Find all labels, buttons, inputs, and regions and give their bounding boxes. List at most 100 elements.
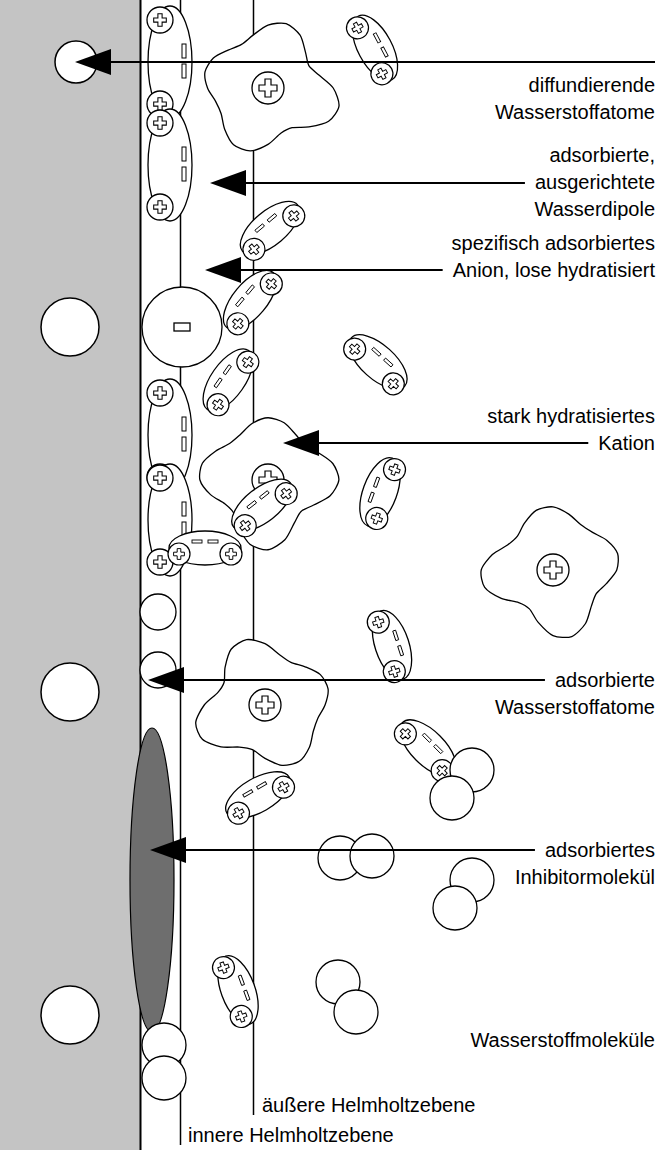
- minus-sign: [174, 323, 190, 331]
- minus-mark: [247, 501, 257, 510]
- arrowhead: [75, 49, 111, 75]
- plus-sign: [398, 726, 413, 741]
- dipole-lobe: [343, 13, 373, 43]
- adsorbed-water-dipole: [147, 464, 192, 576]
- dipole-lobe: [278, 200, 309, 231]
- plus-sign: [347, 341, 362, 356]
- water-dipole: [339, 325, 417, 400]
- dipole-lobe: [147, 465, 173, 491]
- dipole-body: [210, 950, 267, 1029]
- plus-sign: [154, 387, 167, 400]
- hydrated-cation: [205, 23, 339, 151]
- dipole-body: [223, 469, 301, 540]
- callout-label: adsorbierte Wasserstoffatome: [475, 667, 655, 721]
- dipole-lobe: [220, 543, 242, 565]
- dipole-lobe: [268, 772, 298, 802]
- plus-sign: [238, 518, 253, 533]
- arrowhead: [148, 667, 184, 693]
- minus-mark: [182, 147, 186, 161]
- dipole-lobe: [168, 543, 190, 565]
- dipole-body: [148, 109, 192, 221]
- plus-sign: [286, 208, 301, 223]
- plus-sign: [226, 549, 237, 560]
- arrowhead: [283, 430, 319, 456]
- plus-sign: [544, 561, 562, 579]
- hydrogen-atom: [433, 886, 477, 930]
- inhibitor-molecule: [130, 728, 174, 1032]
- minus-mark: [192, 540, 202, 543]
- dipole-lobe: [378, 368, 409, 399]
- outer-helmholtz-plane: [253, 0, 255, 1115]
- dipole-body: [365, 606, 420, 685]
- hydrogen-atom: [430, 776, 474, 820]
- hydrogen-atom: [350, 834, 394, 878]
- callout-label: spezifisch adsorbiertes Anion, lose hydr…: [400, 230, 655, 284]
- minus-mark: [368, 492, 374, 502]
- dipole-lobe: [364, 608, 392, 636]
- dipole-lobe: [203, 389, 234, 420]
- plus-sign: [154, 556, 167, 569]
- minus-mark: [223, 365, 231, 375]
- hydrogen-molecule: [433, 858, 494, 930]
- plus-sign: [154, 472, 167, 485]
- minus-mark: [182, 167, 186, 181]
- plus-sign: [264, 276, 279, 291]
- plus-sign: [375, 66, 390, 81]
- minus-mark: [214, 378, 222, 388]
- minus-mark: [244, 990, 250, 1000]
- plus-sign: [279, 486, 294, 501]
- water-dipoles: [147, 6, 466, 1031]
- minus-mark: [257, 782, 267, 790]
- dipole-body: [218, 762, 297, 827]
- dipole-lobe: [222, 308, 253, 339]
- callout-label: adsorbierte, ausgerichtete Wasserdipole: [520, 142, 655, 223]
- adsorbates: [140, 287, 494, 1100]
- hydrogen-atom-in-metal: [41, 986, 99, 1044]
- water-dipole: [209, 949, 266, 1030]
- minus-mark: [255, 224, 265, 233]
- minus-mark: [372, 347, 381, 356]
- plus-sign: [350, 21, 365, 36]
- minus-mark: [373, 33, 380, 43]
- dipole-lobe: [223, 798, 253, 828]
- plus-sign: [276, 780, 291, 795]
- dipole-lobe: [339, 334, 370, 365]
- dipole-lobe: [209, 954, 237, 982]
- hydrogen-atom: [142, 1056, 186, 1100]
- minus-mark: [182, 502, 186, 516]
- minus-mark: [267, 214, 277, 223]
- minus-mark: [393, 630, 399, 640]
- plane-label: innere Helmholtzebene: [188, 1122, 394, 1149]
- hydrogen-atom: [334, 990, 378, 1034]
- plus-sign: [230, 316, 245, 331]
- water-dipole: [168, 531, 242, 565]
- dipole-lobe: [147, 380, 173, 406]
- plus-sign: [174, 549, 185, 560]
- arrowhead: [205, 257, 241, 283]
- water-dipole: [222, 469, 301, 541]
- metal-electrode: [0, 0, 140, 1150]
- dipole-lobe: [271, 478, 302, 509]
- adsorbed-anion: [142, 287, 222, 367]
- hydrogen-atom-in-metal: [41, 298, 99, 356]
- dipole-lobe: [147, 194, 173, 220]
- water-dipole: [343, 7, 408, 88]
- plus-sign: [231, 806, 246, 821]
- minus-mark: [182, 44, 186, 58]
- plus-sign: [240, 355, 255, 370]
- dipole-lobe: [256, 268, 287, 299]
- callout-label: stark hydratisiertes Kation: [445, 403, 655, 457]
- leader-lines: [75, 49, 655, 863]
- minus-mark: [243, 790, 253, 798]
- leader-line: [239, 269, 443, 271]
- plus-sign: [371, 615, 385, 629]
- hydration-shell: [200, 418, 339, 550]
- leader-line: [182, 679, 545, 681]
- adsorbed-water-dipole: [147, 109, 192, 221]
- water-dipole: [364, 605, 419, 686]
- callout-label: diffundierende Wasserstoffatome: [455, 72, 655, 126]
- hydration-shell: [205, 23, 339, 151]
- water-dipole: [231, 191, 310, 265]
- minus-mark: [398, 645, 404, 655]
